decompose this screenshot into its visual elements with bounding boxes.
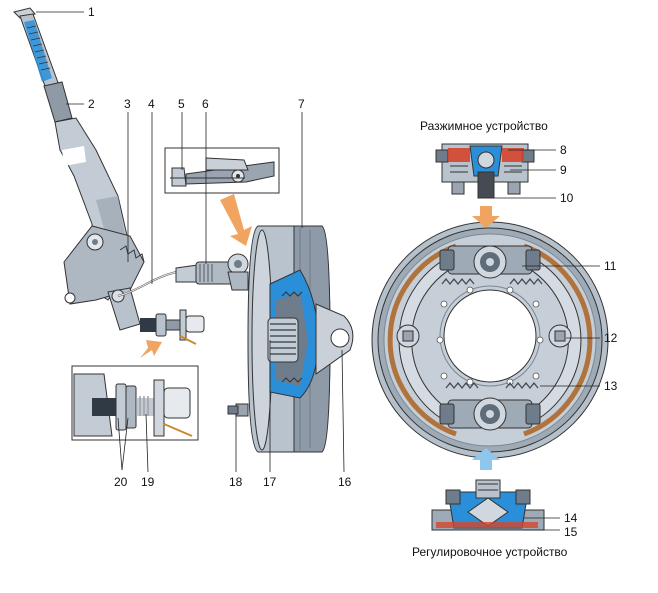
label-20: 20 bbox=[114, 475, 128, 489]
label-13: 13 bbox=[604, 379, 618, 393]
label-9: 9 bbox=[560, 163, 567, 177]
shoe-lining-right bbox=[523, 243, 593, 437]
adjuster-device-detail bbox=[431, 479, 545, 531]
label-7: 7 bbox=[298, 97, 305, 111]
upper-return-spring bbox=[441, 277, 543, 286]
label-3: 3 bbox=[124, 97, 131, 111]
caption-adjuster-device: Регулировочное устройство bbox=[412, 545, 568, 559]
callout-labels: 1 2 3 4 5 6 7 8 9 10 11 12 13 14 15 16 1… bbox=[88, 5, 618, 539]
label-2: 2 bbox=[88, 97, 95, 111]
label-18: 18 bbox=[229, 475, 243, 489]
label-10: 10 bbox=[560, 191, 574, 205]
lower-return-spring bbox=[445, 381, 539, 390]
label-4: 4 bbox=[148, 97, 155, 111]
brake-backing-plate bbox=[371, 221, 609, 459]
cable-end-fork bbox=[175, 253, 249, 291]
label-14: 14 bbox=[564, 511, 578, 525]
leader-lines bbox=[36, 11, 600, 531]
label-16: 16 bbox=[338, 475, 352, 489]
label-6: 6 bbox=[202, 97, 209, 111]
caption-spreader-device: Разжимное устройство bbox=[420, 119, 548, 133]
lower-wheel-cylinder bbox=[439, 397, 541, 431]
label-5: 5 bbox=[178, 97, 185, 111]
label-11: 11 bbox=[604, 259, 617, 273]
inset-lever-detail bbox=[164, 147, 280, 194]
upper-wheel-cylinder bbox=[439, 245, 541, 279]
label-15: 15 bbox=[564, 525, 578, 539]
hand-brake-lever bbox=[13, 7, 145, 331]
spreader-device-detail bbox=[435, 143, 535, 199]
inset-adjuster-detail bbox=[71, 365, 199, 441]
arrow-inset-to-drum bbox=[220, 194, 252, 246]
arrow-spreader-down bbox=[472, 206, 500, 228]
shoe-guide-right bbox=[548, 324, 572, 348]
adjuster-nut-assembly bbox=[140, 309, 205, 345]
brake-drum-side bbox=[227, 225, 354, 453]
label-8: 8 bbox=[560, 143, 567, 157]
label-19: 19 bbox=[141, 475, 155, 489]
label-12: 12 bbox=[604, 331, 618, 345]
arrow-inset-to-lever bbox=[140, 340, 162, 358]
shoe-lining-left bbox=[387, 243, 457, 437]
arrow-adjuster-up bbox=[472, 448, 500, 470]
shoe-guide-left bbox=[396, 324, 420, 348]
label-1: 1 bbox=[88, 5, 95, 19]
label-17: 17 bbox=[263, 475, 277, 489]
